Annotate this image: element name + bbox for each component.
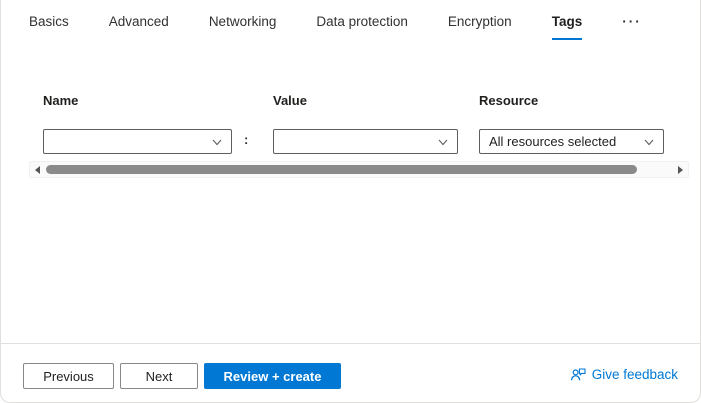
chevron-down-icon [212, 139, 222, 145]
chevron-down-icon [438, 139, 448, 145]
wizard-tab-bar: Basics Advanced Networking Data protecti… [29, 0, 690, 40]
tab-basics[interactable]: Basics [29, 14, 69, 29]
tabs-overflow-button[interactable]: ··· [622, 14, 642, 29]
triangle-right-icon [678, 165, 683, 174]
tag-value-dropdown[interactable] [273, 129, 458, 154]
wizard-footer: Previous Next Review + create Give feedb… [1, 343, 700, 402]
previous-button[interactable]: Previous [23, 363, 114, 389]
scroll-right-arrow[interactable] [673, 162, 688, 177]
tab-networking[interactable]: Networking [208, 14, 277, 29]
next-button[interactable]: Next [120, 363, 198, 389]
column-header-resource: Resource [479, 93, 539, 108]
column-header-value: Value [273, 93, 307, 108]
tab-tags[interactable]: Tags [551, 14, 583, 40]
scroll-left-arrow[interactable] [30, 162, 45, 177]
tag-name-dropdown[interactable] [43, 129, 232, 154]
column-header-name: Name [43, 93, 79, 108]
horizontal-scrollbar[interactable] [29, 161, 689, 178]
scrollbar-thumb[interactable] [46, 165, 637, 174]
tag-resource-dropdown-value: All resources selected [489, 134, 617, 149]
triangle-left-icon [35, 165, 40, 174]
review-create-button[interactable]: Review + create [204, 363, 341, 389]
tag-resource-dropdown[interactable]: All resources selected [479, 129, 664, 154]
tab-encryption[interactable]: Encryption [447, 14, 512, 29]
name-value-separator: : [244, 132, 249, 147]
tab-advanced[interactable]: Advanced [108, 14, 169, 29]
tab-data-protection[interactable]: Data protection [316, 14, 408, 29]
give-feedback-link[interactable]: Give feedback [570, 366, 678, 383]
feedback-icon [570, 368, 586, 381]
chevron-down-icon [644, 139, 654, 145]
give-feedback-label: Give feedback [591, 367, 678, 382]
